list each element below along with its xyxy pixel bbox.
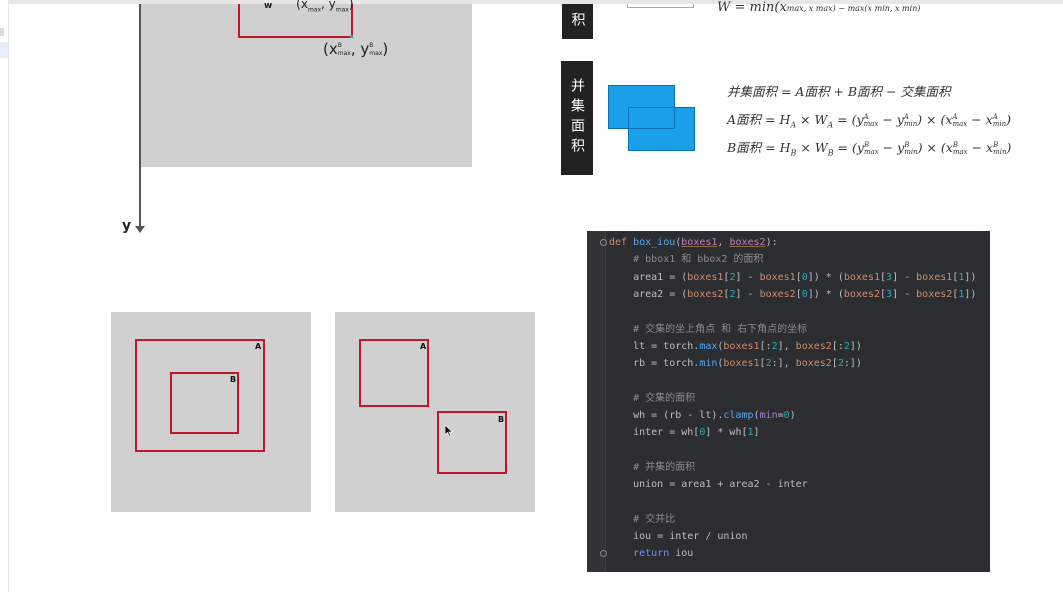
union-tag: 并集面积 xyxy=(561,61,593,175)
union-formula-1: 并集面积 = A面积 + B面积 − 交集面积 xyxy=(727,81,950,100)
corner-sup-b: B xyxy=(337,41,342,49)
code-line[interactable]: union = area1 + area2 - inter xyxy=(609,479,808,491)
corner-sub-max-2: max xyxy=(369,49,383,57)
fold-start-icon[interactable] xyxy=(600,239,607,246)
y-axis-line xyxy=(139,4,141,226)
corner-label-x: (x xyxy=(323,40,338,58)
code-line[interactable]: rb = torch.min(boxes1[2:], boxes2[2:]) xyxy=(609,358,862,370)
intersection-thumb xyxy=(627,4,694,8)
left-rule xyxy=(8,0,9,592)
example-nested-panel xyxy=(111,312,311,512)
example-disjoint-box-a xyxy=(359,339,429,407)
left-margin-highlight xyxy=(0,42,8,58)
left-margin-mark xyxy=(0,28,4,36)
union-formula-3-w: × W xyxy=(796,140,828,155)
top-label-sub2: max xyxy=(335,6,349,14)
top-label-sub: max xyxy=(307,6,322,14)
code-line[interactable]: # 交集的面积 xyxy=(633,392,696,404)
box-b-rect xyxy=(238,4,353,38)
union-formula-3-lhs: B面积 = H xyxy=(727,140,791,155)
top-label-close: ) xyxy=(348,0,354,11)
code-line[interactable]: inter = wh[0] * wh[1] xyxy=(609,427,760,439)
code-line[interactable]: area1 = (boxes1[2] - boxes1[0]) * (boxes… xyxy=(609,271,977,283)
code-line[interactable]: # 交并比 xyxy=(633,513,676,525)
code-line[interactable]: # 并集的面积 xyxy=(633,461,696,473)
y-axis-arrow-icon xyxy=(135,226,145,233)
code-line[interactable]: def box_iou(boxes1, boxes2): xyxy=(609,237,778,248)
intersection-tag: 积 xyxy=(562,4,593,39)
corner-sup-b-2: B xyxy=(369,41,374,49)
code-line[interactable]: # bbox1 和 bbox2 的面积 xyxy=(633,254,764,266)
code-line[interactable]: return iou xyxy=(633,548,694,560)
example-nested-label-b: B xyxy=(230,375,237,384)
code-line[interactable]: lt = torch.max(boxes1[:2], boxes2[:2]) xyxy=(609,340,862,352)
corner-sub-max: max xyxy=(337,49,351,57)
y-axis-label: y xyxy=(122,218,132,234)
example-nested-box-b xyxy=(170,372,239,434)
code-gutter xyxy=(587,231,605,572)
example-nested-box-a xyxy=(135,339,265,452)
intersection-formula: W = min(xmax, x max) − max(x min, x min) xyxy=(717,0,920,15)
code-line[interactable]: wh = (rb - lt).clamp(min=0) xyxy=(609,410,796,421)
w-label: w xyxy=(264,1,273,11)
intersection-tag-text: 积 xyxy=(569,11,586,32)
top-label-x: (x xyxy=(296,0,308,11)
code-line[interactable]: iou = inter / union xyxy=(609,531,748,543)
union-tag-text: 并集面积 xyxy=(569,78,585,158)
union-formula-1-text: 并集面积 = A面积 + B面积 − 交集面积 xyxy=(727,84,951,99)
coordinate-panel xyxy=(141,4,472,167)
union-formula-3-eq: = (y xyxy=(833,140,864,155)
example-disjoint-label-a: A xyxy=(420,342,427,351)
union-formula-2-eq: = (y xyxy=(833,112,864,127)
example-disjoint-label-b: B xyxy=(498,415,505,424)
corner-label-y: , y xyxy=(350,40,370,58)
corner-label-close: ) xyxy=(382,40,389,58)
union-formula-2-w: × W xyxy=(796,112,828,127)
top-strip xyxy=(8,0,1063,4)
mouse-cursor-icon xyxy=(445,425,453,437)
example-disjoint-box-b xyxy=(437,411,507,474)
corner-dot xyxy=(350,35,353,38)
fold-end-icon[interactable] xyxy=(600,550,607,557)
union-box-overlap-outline xyxy=(628,107,675,129)
intersection-formula-tail: max, x max) − max(x min, x min) xyxy=(786,4,921,13)
code-line[interactable]: # 交集的坐上角点 和 右下角点的坐标 xyxy=(633,323,808,335)
code-editor[interactable] xyxy=(587,231,990,572)
union-formula-2-lhs: A面积 = H xyxy=(727,112,791,127)
top-label-y: , y xyxy=(321,0,336,11)
intersection-formula-head: W = min(x xyxy=(717,0,787,15)
top-coordinate-label: w (xmax, ymax) xyxy=(264,0,354,13)
example-nested-label-a: A xyxy=(255,342,262,351)
code-gutter-divider xyxy=(605,231,606,572)
code-line[interactable]: area2 = (boxes2[2] - boxes2[0]) * (boxes… xyxy=(609,288,977,300)
